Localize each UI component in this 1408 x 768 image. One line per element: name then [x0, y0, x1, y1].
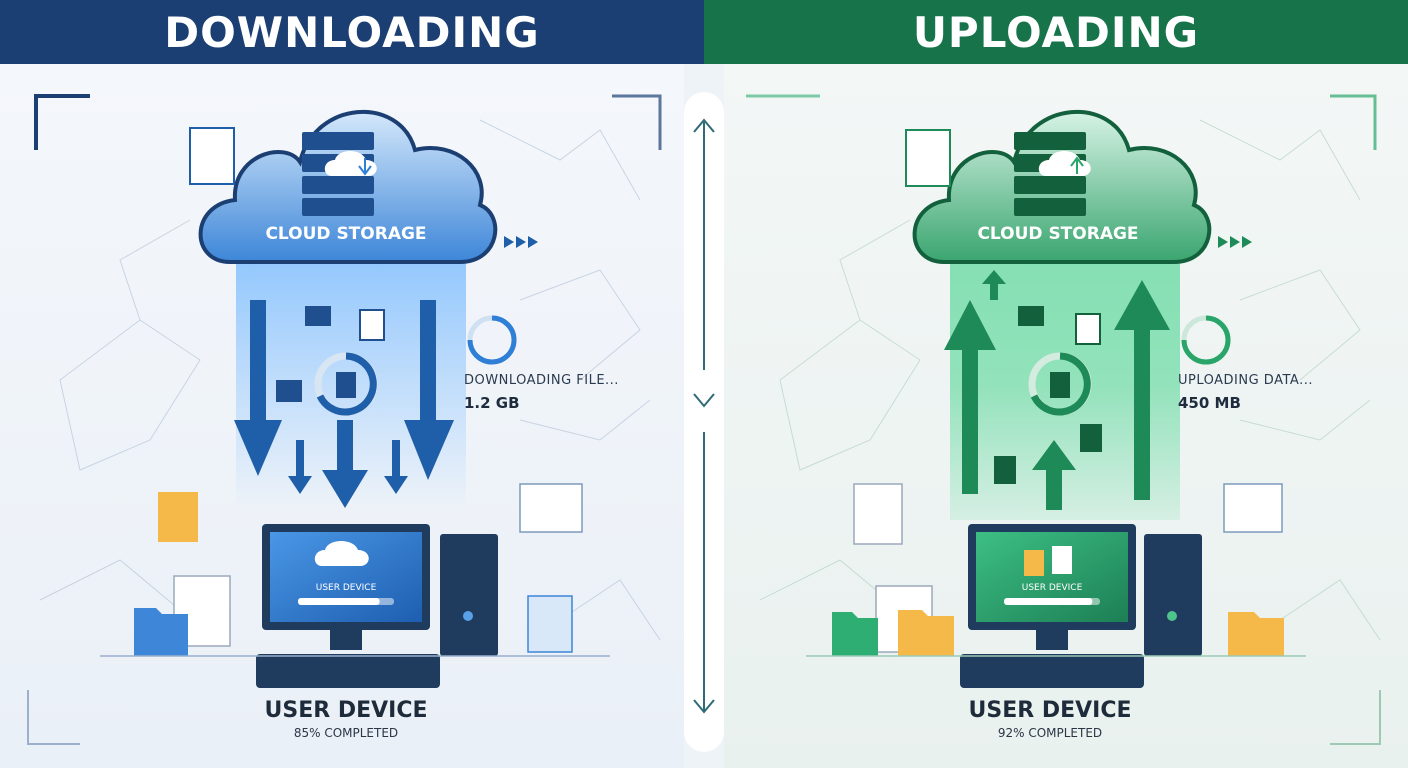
upload-cloud-label: CLOUD STORAGE: [977, 224, 1139, 244]
computer-tower-icon: [1144, 534, 1202, 656]
document-icon: [158, 492, 198, 542]
divider-arrows: [693, 118, 715, 714]
envelope-icon: [305, 306, 331, 326]
folder-icon: [898, 610, 954, 656]
computer-tower-icon: [440, 534, 498, 656]
monitor-icon: [276, 380, 302, 402]
document-icon: [359, 309, 385, 341]
document-icon: [1050, 372, 1070, 398]
folder-icon: [832, 612, 878, 656]
folder-icon: [1228, 612, 1284, 656]
arrow-up-icon: [944, 270, 1170, 510]
download-status-text: DOWNLOADING FILE...: [464, 373, 619, 388]
mini-cloud-icon: [324, 151, 377, 176]
download-size: 1.2 GB: [464, 394, 520, 412]
upload-progress-label: 92% COMPLETED: [997, 726, 1103, 740]
envelope-icon: [1018, 306, 1044, 326]
keyboard-icon: [256, 654, 440, 688]
document-icon: [527, 595, 573, 653]
downloading-header: DOWNLOADING: [0, 0, 704, 64]
arrow-down-icon: [234, 300, 454, 508]
network-lines-left: [39, 119, 661, 641]
upload-size: 450 MB: [1178, 394, 1241, 412]
uploading-header: UPLOADING: [704, 0, 1408, 64]
download-progress-bar: [298, 598, 380, 605]
download-progress-label: 85% COMPLETED: [293, 726, 399, 740]
document-icon: [189, 127, 235, 185]
document-icon: [336, 372, 356, 398]
upload-progress-bar: [1004, 598, 1093, 605]
network-lines-right: [759, 119, 1381, 641]
download-device-label: USER DEVICE: [264, 698, 428, 723]
upload-device-label: USER DEVICE: [968, 698, 1132, 723]
upload-status-text: UPLOADING DATA...: [1178, 373, 1313, 388]
download-screen-label: USER DEVICE: [315, 583, 377, 593]
download-cloud-label: CLOUD STORAGE: [265, 224, 427, 244]
upload-screen-label: USER DEVICE: [1021, 583, 1083, 593]
folder-icon: [134, 608, 188, 656]
keyboard-icon: [960, 654, 1144, 688]
